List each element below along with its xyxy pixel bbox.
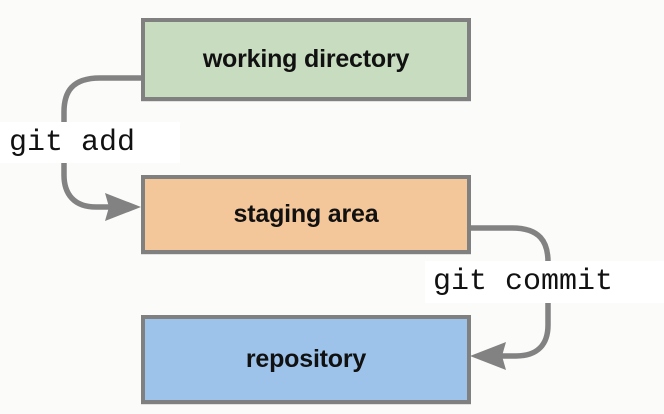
git-commit-arrowhead-icon — [470, 342, 506, 370]
node-staging-area: staging area — [141, 175, 471, 254]
node-staging-area-label: staging area — [233, 200, 379, 228]
git-add-arrow-curve — [61, 75, 144, 210]
edge-label-git-commit: git commit — [425, 261, 664, 303]
node-working-directory-label: working directory — [202, 45, 410, 73]
edge-label-git-add: git add — [0, 122, 180, 163]
git-add-arrowhead-icon — [105, 193, 141, 221]
node-working-directory: working directory — [141, 18, 471, 101]
node-repository: repository — [141, 315, 471, 404]
node-repository-label: repository — [245, 345, 367, 373]
